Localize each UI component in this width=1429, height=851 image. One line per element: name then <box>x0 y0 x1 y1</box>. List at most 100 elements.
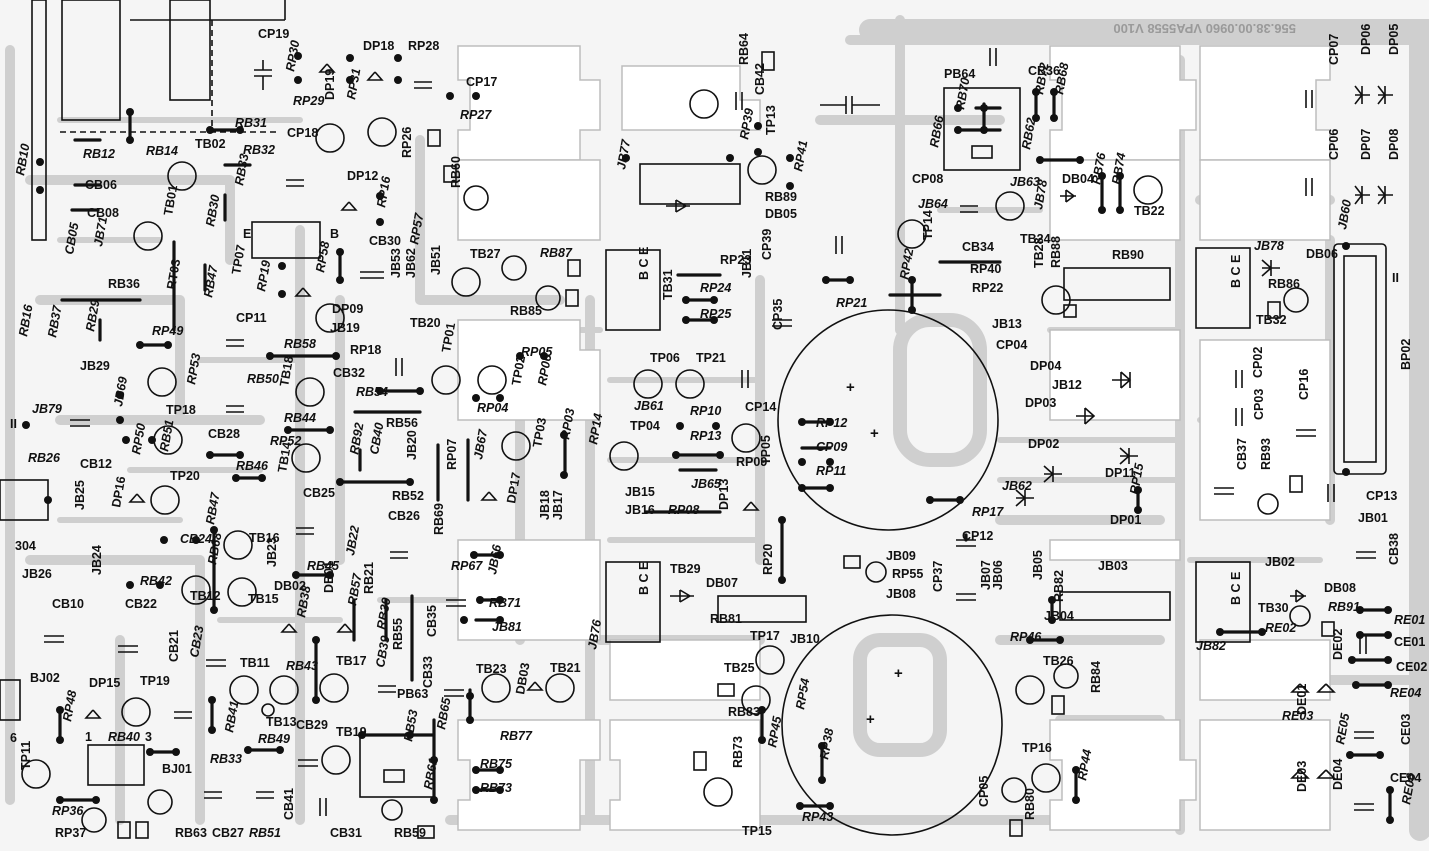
label-jb76: JB76 <box>585 618 604 651</box>
label-rp05: RP05 <box>521 345 553 359</box>
label-rb62: RB62 <box>1019 117 1038 151</box>
label-jb04: JB04 <box>1044 609 1074 623</box>
label-rp50: RP50 <box>129 422 148 455</box>
label-rp16: RP16 <box>374 174 393 208</box>
label-jb78: JB78 <box>1031 179 1050 211</box>
label-jb25: JB25 <box>73 480 87 510</box>
label-rp42: RP42 <box>897 247 916 280</box>
label-dp13: DP13 <box>717 479 731 510</box>
resistor-strokes <box>58 90 1392 822</box>
label-db07: DB07 <box>706 576 738 590</box>
label-cb23: CB23 <box>187 625 206 659</box>
label-rp09: RP09 <box>736 455 767 469</box>
label-rb54: RB54 <box>356 385 388 399</box>
label-jb64: JB64 <box>918 197 948 211</box>
label-rb16: RB16 <box>16 303 36 338</box>
label-rb61: RB61 <box>421 757 440 791</box>
label-rp15: RP15 <box>1127 461 1146 495</box>
label-rb29: RB29 <box>83 299 102 333</box>
label-rp40: RP40 <box>970 262 1001 276</box>
label-ce01: CE01 <box>1394 635 1425 649</box>
pin-label-b-c-e: B C E <box>637 562 651 595</box>
label-jb19: JB19 <box>330 321 360 335</box>
label-rp14: RP14 <box>586 412 605 445</box>
label-rp31: RP31 <box>344 67 363 100</box>
label-rb47: RB47 <box>203 491 223 526</box>
label-rb84: RB84 <box>1089 661 1103 693</box>
label-cb40: CB40 <box>367 422 386 456</box>
label-cb31: CB31 <box>330 826 362 840</box>
label-jb16: JB16 <box>625 503 655 517</box>
diode-jb77-body <box>639 163 741 205</box>
label-cb10: CB10 <box>52 597 84 611</box>
label-tb32: TB32 <box>1256 313 1287 327</box>
label-cb34: CB34 <box>962 240 994 254</box>
label-jb17: JB17 <box>551 490 565 520</box>
label-de01: DE01 <box>1295 684 1309 715</box>
label-jb62: JB62 <box>404 248 418 278</box>
label-rp19: RP19 <box>254 259 273 292</box>
label-rb81: RB81 <box>710 612 742 626</box>
label-rb66: RB66 <box>927 114 947 149</box>
label-db01: DB01 <box>322 561 336 593</box>
label-tb29: TB29 <box>670 562 701 576</box>
label-cp08: CP08 <box>912 172 943 186</box>
label-rb90: RB90 <box>1112 248 1144 262</box>
label-tb20: TB20 <box>410 316 441 330</box>
label-rb47: RB47 <box>201 264 221 299</box>
resistor-rb81-body <box>717 595 807 623</box>
label-tp17: TP17 <box>750 629 780 643</box>
label-rb68: RB68 <box>1052 62 1071 96</box>
label-rb26: RB26 <box>28 451 61 465</box>
label-cb27: CB27 <box>212 826 244 840</box>
label-dp18: DP18 <box>363 39 394 53</box>
label-tp03: TP03 <box>530 417 549 449</box>
label-rp30: RP30 <box>283 39 302 72</box>
label-rp25: RP25 <box>700 307 732 321</box>
transistor-tb32-body <box>1195 247 1251 329</box>
label-tp14: TP14 <box>921 210 935 240</box>
label-cp04: CP04 <box>996 338 1027 352</box>
label-rb45: RB45 <box>307 559 340 573</box>
label-rb53: RB53 <box>401 709 420 743</box>
label-jb26: JB26 <box>22 567 52 581</box>
label-cb22: CB22 <box>125 597 157 611</box>
connector-bp02-body <box>1333 243 1387 475</box>
label-jb61: JB61 <box>634 399 664 413</box>
label-rb72: RB72 <box>1032 62 1051 96</box>
label-tp05: TP05 <box>759 435 773 465</box>
label-rb80: RB80 <box>1023 788 1037 820</box>
label-rb51: RB51 <box>157 419 176 453</box>
label-rp21: RP21 <box>836 296 867 310</box>
label-rb87: RB87 <box>540 246 573 260</box>
label-jb18: JB18 <box>538 490 552 520</box>
label-rb32: RB32 <box>243 143 275 157</box>
label-rb31: RB31 <box>235 116 267 130</box>
trimmer-pb64-box <box>943 87 1021 171</box>
label-cp07: CP07 <box>1327 34 1341 65</box>
label-ce03: CE03 <box>1399 714 1413 745</box>
label-tp07: TP07 <box>229 244 248 276</box>
label-tb12: TB12 <box>190 589 221 603</box>
label-304: 304 <box>15 539 36 553</box>
label-rb74: RB74 <box>1109 152 1128 186</box>
label-rp27: RP27 <box>460 108 492 122</box>
heatsink-outlines <box>457 45 1331 831</box>
label-cb26: CB26 <box>388 509 420 523</box>
label-dp09: DP09 <box>332 302 363 316</box>
label-ce04: CE04 <box>1390 771 1421 785</box>
label-rb82: RB82 <box>1052 570 1066 602</box>
capacitor-main-lower-outline <box>781 614 1003 836</box>
label-tp11: TP11 <box>19 741 33 770</box>
label-cb08: CB08 <box>87 206 119 220</box>
label-rb63: RB63 <box>175 826 207 840</box>
pin-label-b-c-e: B C E <box>637 247 651 280</box>
label-re04: RE04 <box>1390 686 1421 700</box>
label-db08: DB08 <box>1324 581 1356 595</box>
label-jb03: JB03 <box>1098 559 1128 573</box>
label-tb27: TB27 <box>470 247 501 261</box>
label-jb66: JB66 <box>485 543 504 576</box>
label-ce02: CE02 <box>1396 660 1427 674</box>
label-rb30: RB30 <box>203 194 222 228</box>
